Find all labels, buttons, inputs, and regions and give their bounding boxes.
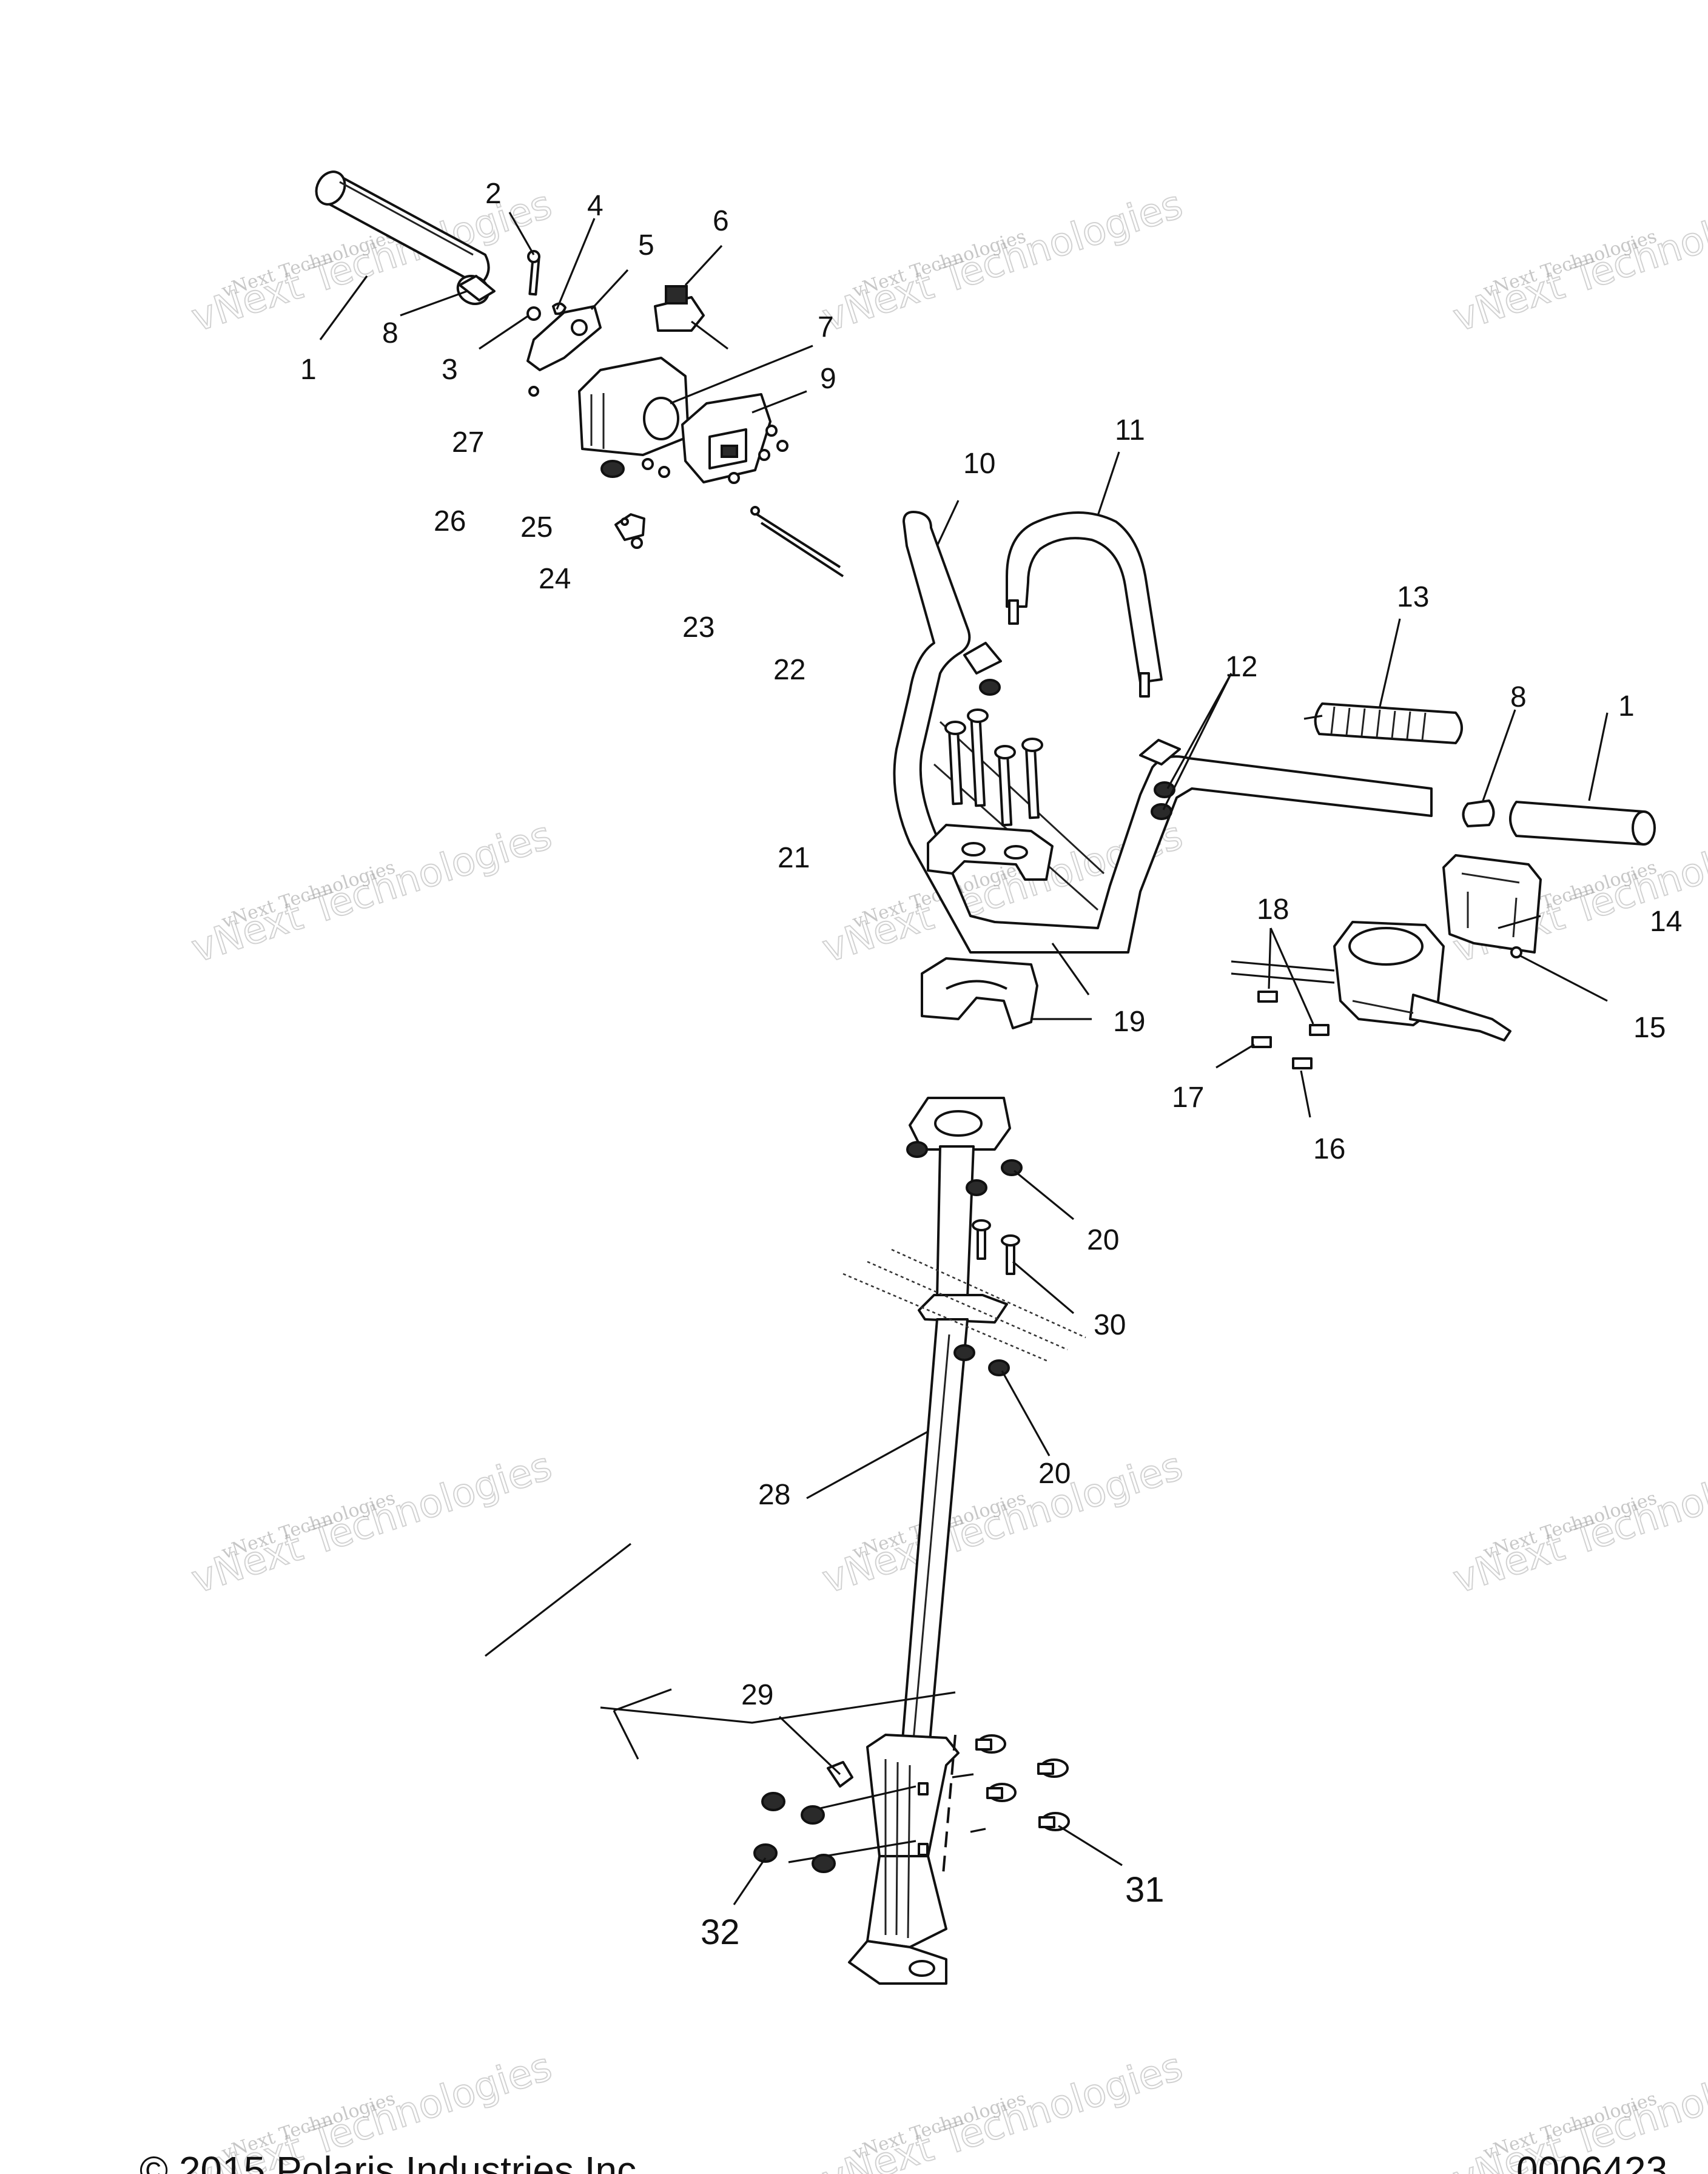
callout-25: 25: [520, 511, 553, 544]
screws-part-23: [631, 425, 788, 549]
screw-part-25: [642, 458, 654, 470]
bolt-part-18a: [1257, 991, 1278, 1003]
watermark-4: vNext Technologies vNext Technologies: [186, 812, 557, 972]
callout-2: 2: [485, 178, 502, 210]
bolts-part-30: [972, 1219, 1020, 1275]
callout-labels: 1 8 2 3 4 5 6 7 9 27 26 25 24 23 22 10 1…: [300, 178, 1682, 1952]
nuts-part-20-upper: [906, 1141, 1023, 1196]
callout-30: 30: [1094, 1309, 1126, 1341]
callout-27: 27: [452, 426, 484, 459]
grip-end-cap-part-8-right: [1462, 799, 1495, 827]
callout-19: 19: [1113, 1006, 1145, 1038]
svg-text:vNext Technologies: vNext Technologies: [817, 182, 1188, 340]
watermark-9: vNext Technologies vNext Technologies: [1447, 1443, 1708, 1603]
bolts-part-21: [944, 708, 1043, 827]
switch-cover-part-9: [681, 393, 772, 483]
callout-5: 5: [638, 229, 654, 261]
clamp-upper-part-19: [927, 824, 1054, 881]
callout-21: 21: [778, 842, 810, 874]
nut-part-26: [600, 460, 625, 478]
flange-bolts-part-31: [952, 1734, 1070, 1833]
svg-text:vNext Technologies: vNext Technologies: [186, 813, 557, 971]
screw-part-15: [1510, 946, 1522, 958]
callout-14: 14: [1650, 906, 1682, 938]
callout-23: 23: [682, 611, 714, 644]
svg-text:vNext Technologies: vNext Technologies: [186, 1444, 557, 1602]
callout-9: 9: [820, 363, 836, 395]
bolt-part-16: [1292, 1057, 1313, 1069]
callout-15: 15: [1633, 1012, 1666, 1044]
heated-grip-part-13: [1303, 702, 1463, 744]
grip-end-cap-part-8-left: [456, 275, 496, 305]
callout-17: 17: [1172, 1082, 1204, 1114]
clip-part-4: [552, 302, 567, 315]
callout-29: 29: [741, 1679, 773, 1711]
callout-24: 24: [539, 563, 571, 595]
watermark-7: vNext Technologies vNext Technologies: [186, 1443, 557, 1603]
callout-20-upper: 20: [1087, 1224, 1119, 1256]
cable-part-22: [750, 506, 844, 577]
hex-nuts-part-32: [753, 1792, 836, 1873]
right-grip-part-1: [1509, 801, 1656, 846]
copyright-text: © 2015 Polaris Industries Inc.: [140, 2149, 647, 2174]
callout-1-left: 1: [300, 354, 317, 386]
callout-10: 10: [963, 448, 995, 480]
footer: © 2015 Polaris Industries Inc. 0006423: [140, 2149, 1667, 2174]
callout-1-right: 1: [1618, 690, 1635, 722]
callout-7: 7: [818, 311, 834, 343]
brake-master-part-18: [1231, 921, 1511, 1042]
lever-bracket-part-5: [526, 305, 602, 371]
clamp-lower-part-19: [921, 957, 1038, 1029]
watermark-3: vNext Technologies vNext Technologies: [1447, 181, 1708, 341]
watermark-11: vNext Technologies vNext Technologies: [816, 2044, 1188, 2174]
callout-13: 13: [1397, 581, 1429, 613]
diagram-code: 0006423: [1516, 2149, 1667, 2174]
pin-part-2: [527, 250, 540, 296]
left-grip-part-1: [315, 170, 490, 286]
watermark-2: vNext Technologies vNext Technologies: [816, 181, 1188, 341]
callout-22: 22: [773, 654, 805, 686]
frame-reference-lines: [842, 1248, 1086, 1363]
callout-8-left: 8: [382, 317, 398, 349]
steering-post-part-28: [899, 1097, 1011, 1763]
bolt-part-18b: [1309, 1024, 1330, 1036]
crossbar-part-11: [1006, 511, 1163, 698]
cover-plate-part-24: [614, 513, 645, 541]
lower-bracket-part-31-32: [788, 1734, 960, 1985]
callout-4: 4: [587, 190, 604, 222]
switch-housing-part-14: [1442, 854, 1542, 954]
leader-lines: [319, 212, 1609, 1905]
callout-12: 12: [1225, 651, 1257, 683]
callout-31: 31: [1125, 1870, 1165, 1910]
callout-3: 3: [442, 354, 458, 386]
bolt-part-17: [1251, 1036, 1272, 1048]
svg-text:vNext Technologies: vNext Technologies: [817, 1444, 1188, 1602]
callout-8-right: 8: [1510, 681, 1527, 713]
callout-20-lower: 20: [1038, 1458, 1071, 1490]
washer-part-3: [526, 306, 541, 321]
callout-11: 11: [1115, 414, 1145, 446]
callout-32: 32: [701, 1913, 740, 1952]
screw-part-27: [528, 386, 539, 397]
nuts-part-20-lower: [953, 1344, 1010, 1376]
callout-6: 6: [713, 205, 729, 237]
callout-16: 16: [1313, 1133, 1345, 1165]
callout-18: 18: [1257, 893, 1289, 926]
switch-housing-part-7: [578, 357, 690, 456]
callout-26: 26: [434, 505, 466, 537]
switch-part-6: [654, 285, 728, 350]
callout-28: 28: [758, 1479, 790, 1511]
